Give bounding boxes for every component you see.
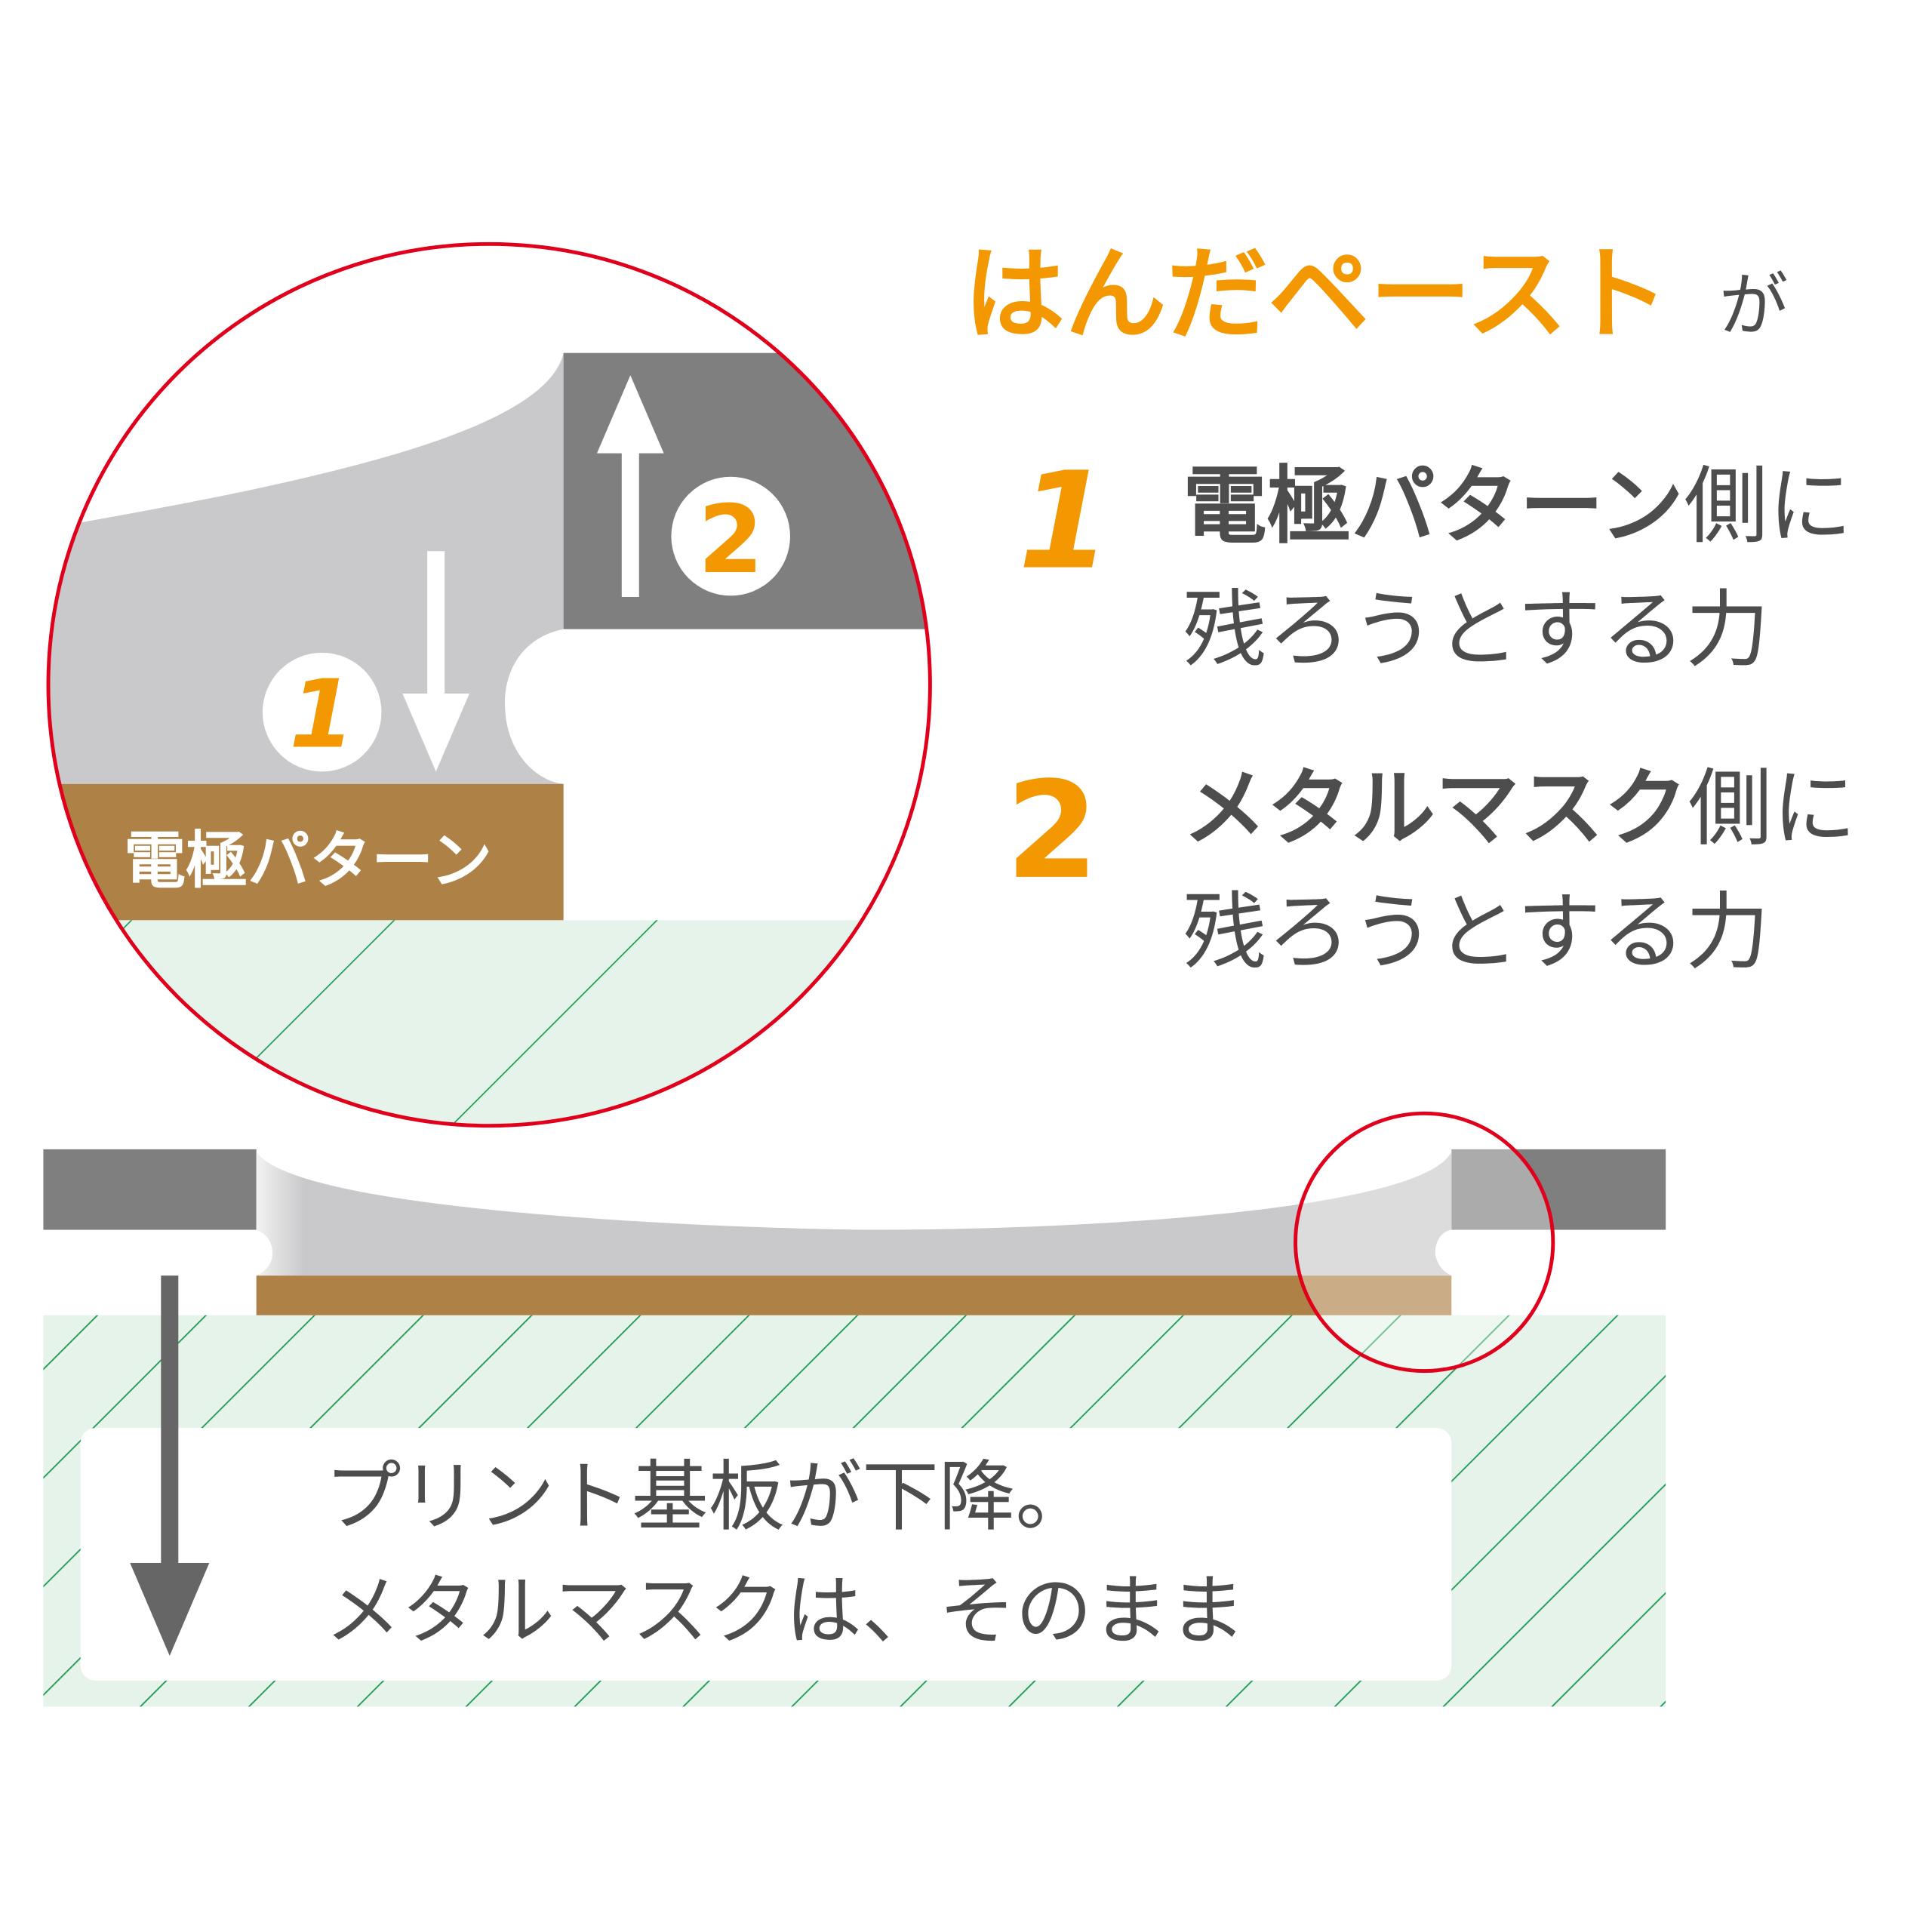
- force-2-number: 2: [1006, 752, 1099, 909]
- force-1-normal: 側に: [1684, 457, 1852, 555]
- electrode-pad: [256, 1275, 1452, 1315]
- metal-mask-left: [43, 1149, 257, 1230]
- title-main: はんだペースト: [964, 235, 1669, 354]
- force-2-bold: メタルマスク: [1183, 759, 1687, 857]
- title-suffix: が: [1719, 266, 1789, 346]
- pad-detail: [48, 783, 564, 921]
- badge-2-number: 2: [698, 485, 764, 595]
- metal-mask-right: [1451, 1149, 1666, 1230]
- board-descend-arrow-icon: [130, 1275, 210, 1657]
- caption-line-2: メタルマスクは、そのまま: [325, 1566, 1246, 1655]
- solder-paste: [256, 1152, 1452, 1276]
- magnified-detail: 電極パターン 1 2: [48, 244, 931, 1126]
- badge-2: [671, 476, 790, 596]
- force-2-normal: 側に: [1688, 759, 1857, 857]
- force-2-text: メタルマスク側に: [1183, 759, 1857, 857]
- highlight-tint: [1295, 1113, 1553, 1371]
- magnify-circle: [46, 242, 932, 1128]
- force-2-line2: 残ろうとする力: [1183, 883, 1770, 981]
- pad-label: 電極パターン: [124, 825, 492, 897]
- badge-1-number: 1: [289, 660, 355, 770]
- arrow-down-icon: [402, 551, 469, 772]
- caption-line-1: プリント基板が下降。: [325, 1452, 1092, 1541]
- highlight-circle: [1294, 1111, 1555, 1374]
- badge-1: [262, 652, 382, 772]
- arrow-up-icon: [596, 375, 664, 597]
- force-1-number: 1: [1018, 443, 1111, 599]
- force-1-line2: 残ろうとする力: [1183, 581, 1770, 679]
- force-1-bold: 電極パターン: [1183, 457, 1684, 555]
- caption-box: [80, 1428, 1452, 1681]
- force-1-text: 電極パターン側に: [1183, 457, 1852, 555]
